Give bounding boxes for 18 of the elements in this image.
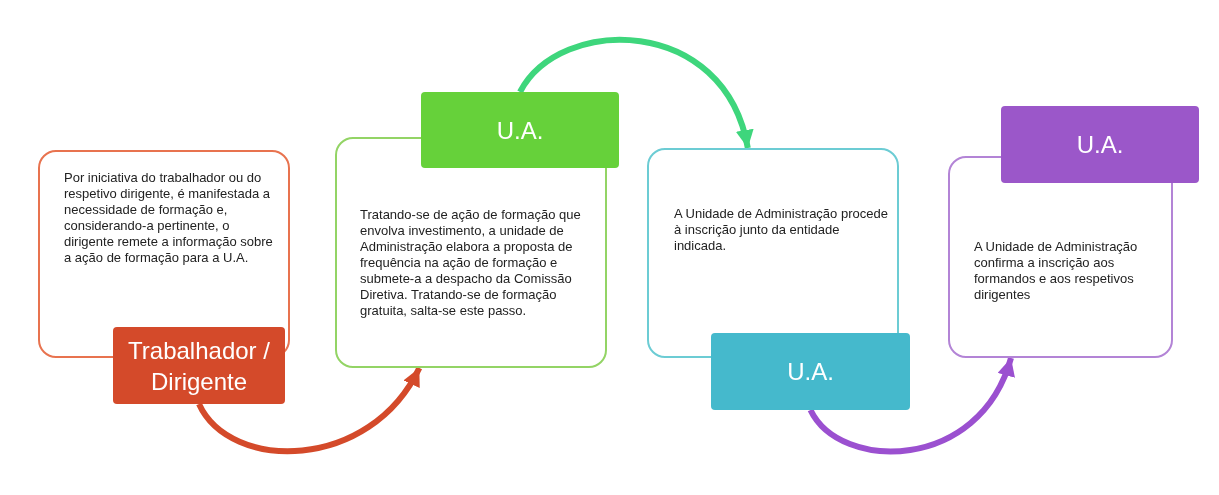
actor-tab xyxy=(113,327,285,404)
step-card xyxy=(335,137,607,368)
actor-label: U.A. xyxy=(495,115,545,146)
step-description: Tratando-se de ação de formação que envolva investimento, a unidade de Administração elabora a proposta de frequência na ação de formação e submete-a a despacho da Comissão Diretiva. Tratando-se de formação gratuita, salta-se este passo. xyxy=(360,207,582,319)
curved-arrow xyxy=(196,366,422,454)
actor-tab xyxy=(711,333,910,410)
step-description: A Unidade de Administração procede à inscrição junto da entidade indicada. xyxy=(674,206,889,254)
step-description: Por iniciativa do trabalhador ou do respetivo dirigente, é manifestada a necessidade de formação e, considerando-a pertinente, o dirigente remete a informação sobre a ação de formação para a U.A. xyxy=(64,170,274,266)
curved-arrow xyxy=(808,356,1014,455)
curved-arrow xyxy=(517,36,752,149)
actor-tab xyxy=(1001,106,1199,183)
actor-tab xyxy=(421,92,619,168)
step-card xyxy=(38,150,290,358)
step-card xyxy=(647,148,899,358)
actor-label: U.A. xyxy=(1075,130,1125,160)
actor-label: U.A. xyxy=(786,357,835,387)
step-description: A Unidade de Administração confirma a inscrição aos formandos e aos respetivos dirigentes xyxy=(974,239,1139,303)
actor-label: Trabalhador / Dirigente xyxy=(127,335,271,397)
